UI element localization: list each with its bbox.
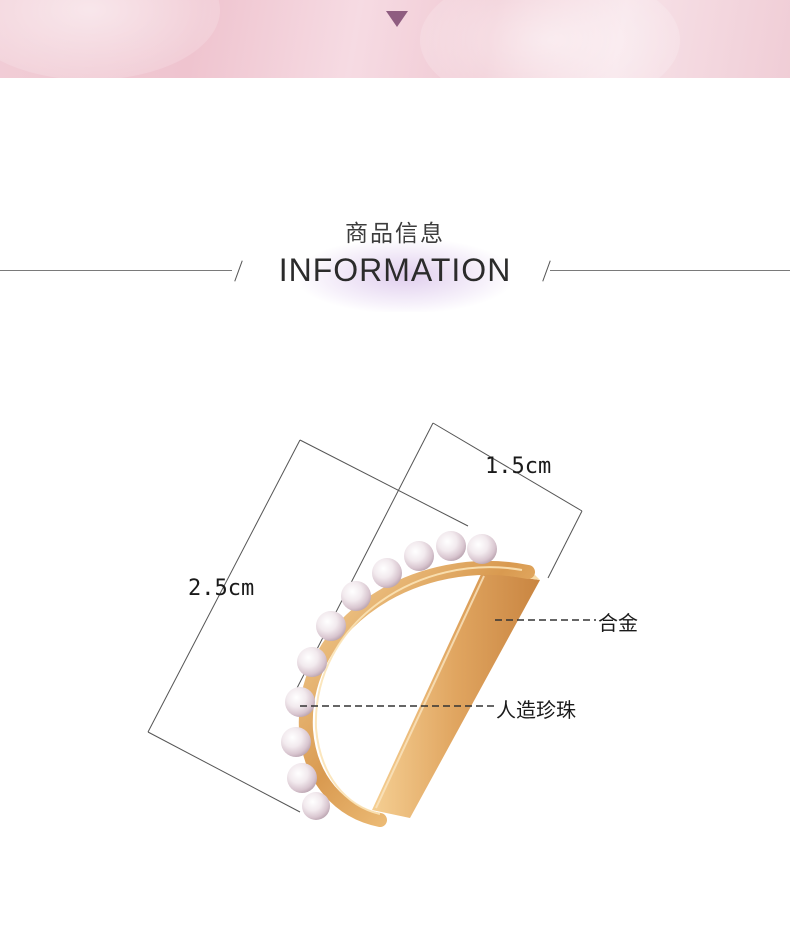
product-illustration (147, 422, 596, 827)
dimension-line (432, 422, 583, 512)
pearl (316, 611, 346, 641)
pearl-row (281, 531, 497, 820)
pearl (297, 647, 327, 677)
pearl (287, 763, 317, 793)
pearl-callout-label: 人造珍珠 (496, 698, 576, 722)
dimension-line (147, 731, 301, 813)
pearl (302, 792, 330, 820)
alloy-bar (372, 568, 540, 818)
dimension-lines (147, 422, 583, 813)
section-header: 商品信息 INFORMATION (0, 200, 790, 320)
pearl (467, 534, 497, 564)
dimension-line (299, 439, 469, 527)
product-figure: 1.5cm 2.5cm 合金 人造珍珠 (0, 400, 790, 949)
section-title-cn: 商品信息 (345, 221, 445, 247)
header-rule-right (550, 270, 790, 271)
pearl (436, 531, 466, 561)
banner-glow (0, 0, 220, 78)
height-dimension-label: 2.5cm (188, 576, 255, 601)
dimension-line (547, 510, 583, 579)
dimension-line (147, 439, 301, 733)
header-rule-left (0, 270, 232, 271)
width-dimension-label: 1.5cm (485, 454, 552, 479)
alloy-callout-label: 合金 (598, 611, 638, 635)
banner-glow (420, 0, 680, 78)
top-banner (0, 0, 790, 78)
pearl (404, 541, 434, 571)
pearl (372, 558, 402, 588)
alloy-arc-highlight (314, 566, 523, 815)
down-triangle-icon (386, 11, 408, 27)
dimension-line (295, 422, 434, 691)
pearl (285, 687, 315, 717)
pearl (341, 581, 371, 611)
pearl (281, 727, 311, 757)
section-title-en: INFORMATION (278, 252, 512, 288)
title-background-wash (300, 240, 510, 312)
